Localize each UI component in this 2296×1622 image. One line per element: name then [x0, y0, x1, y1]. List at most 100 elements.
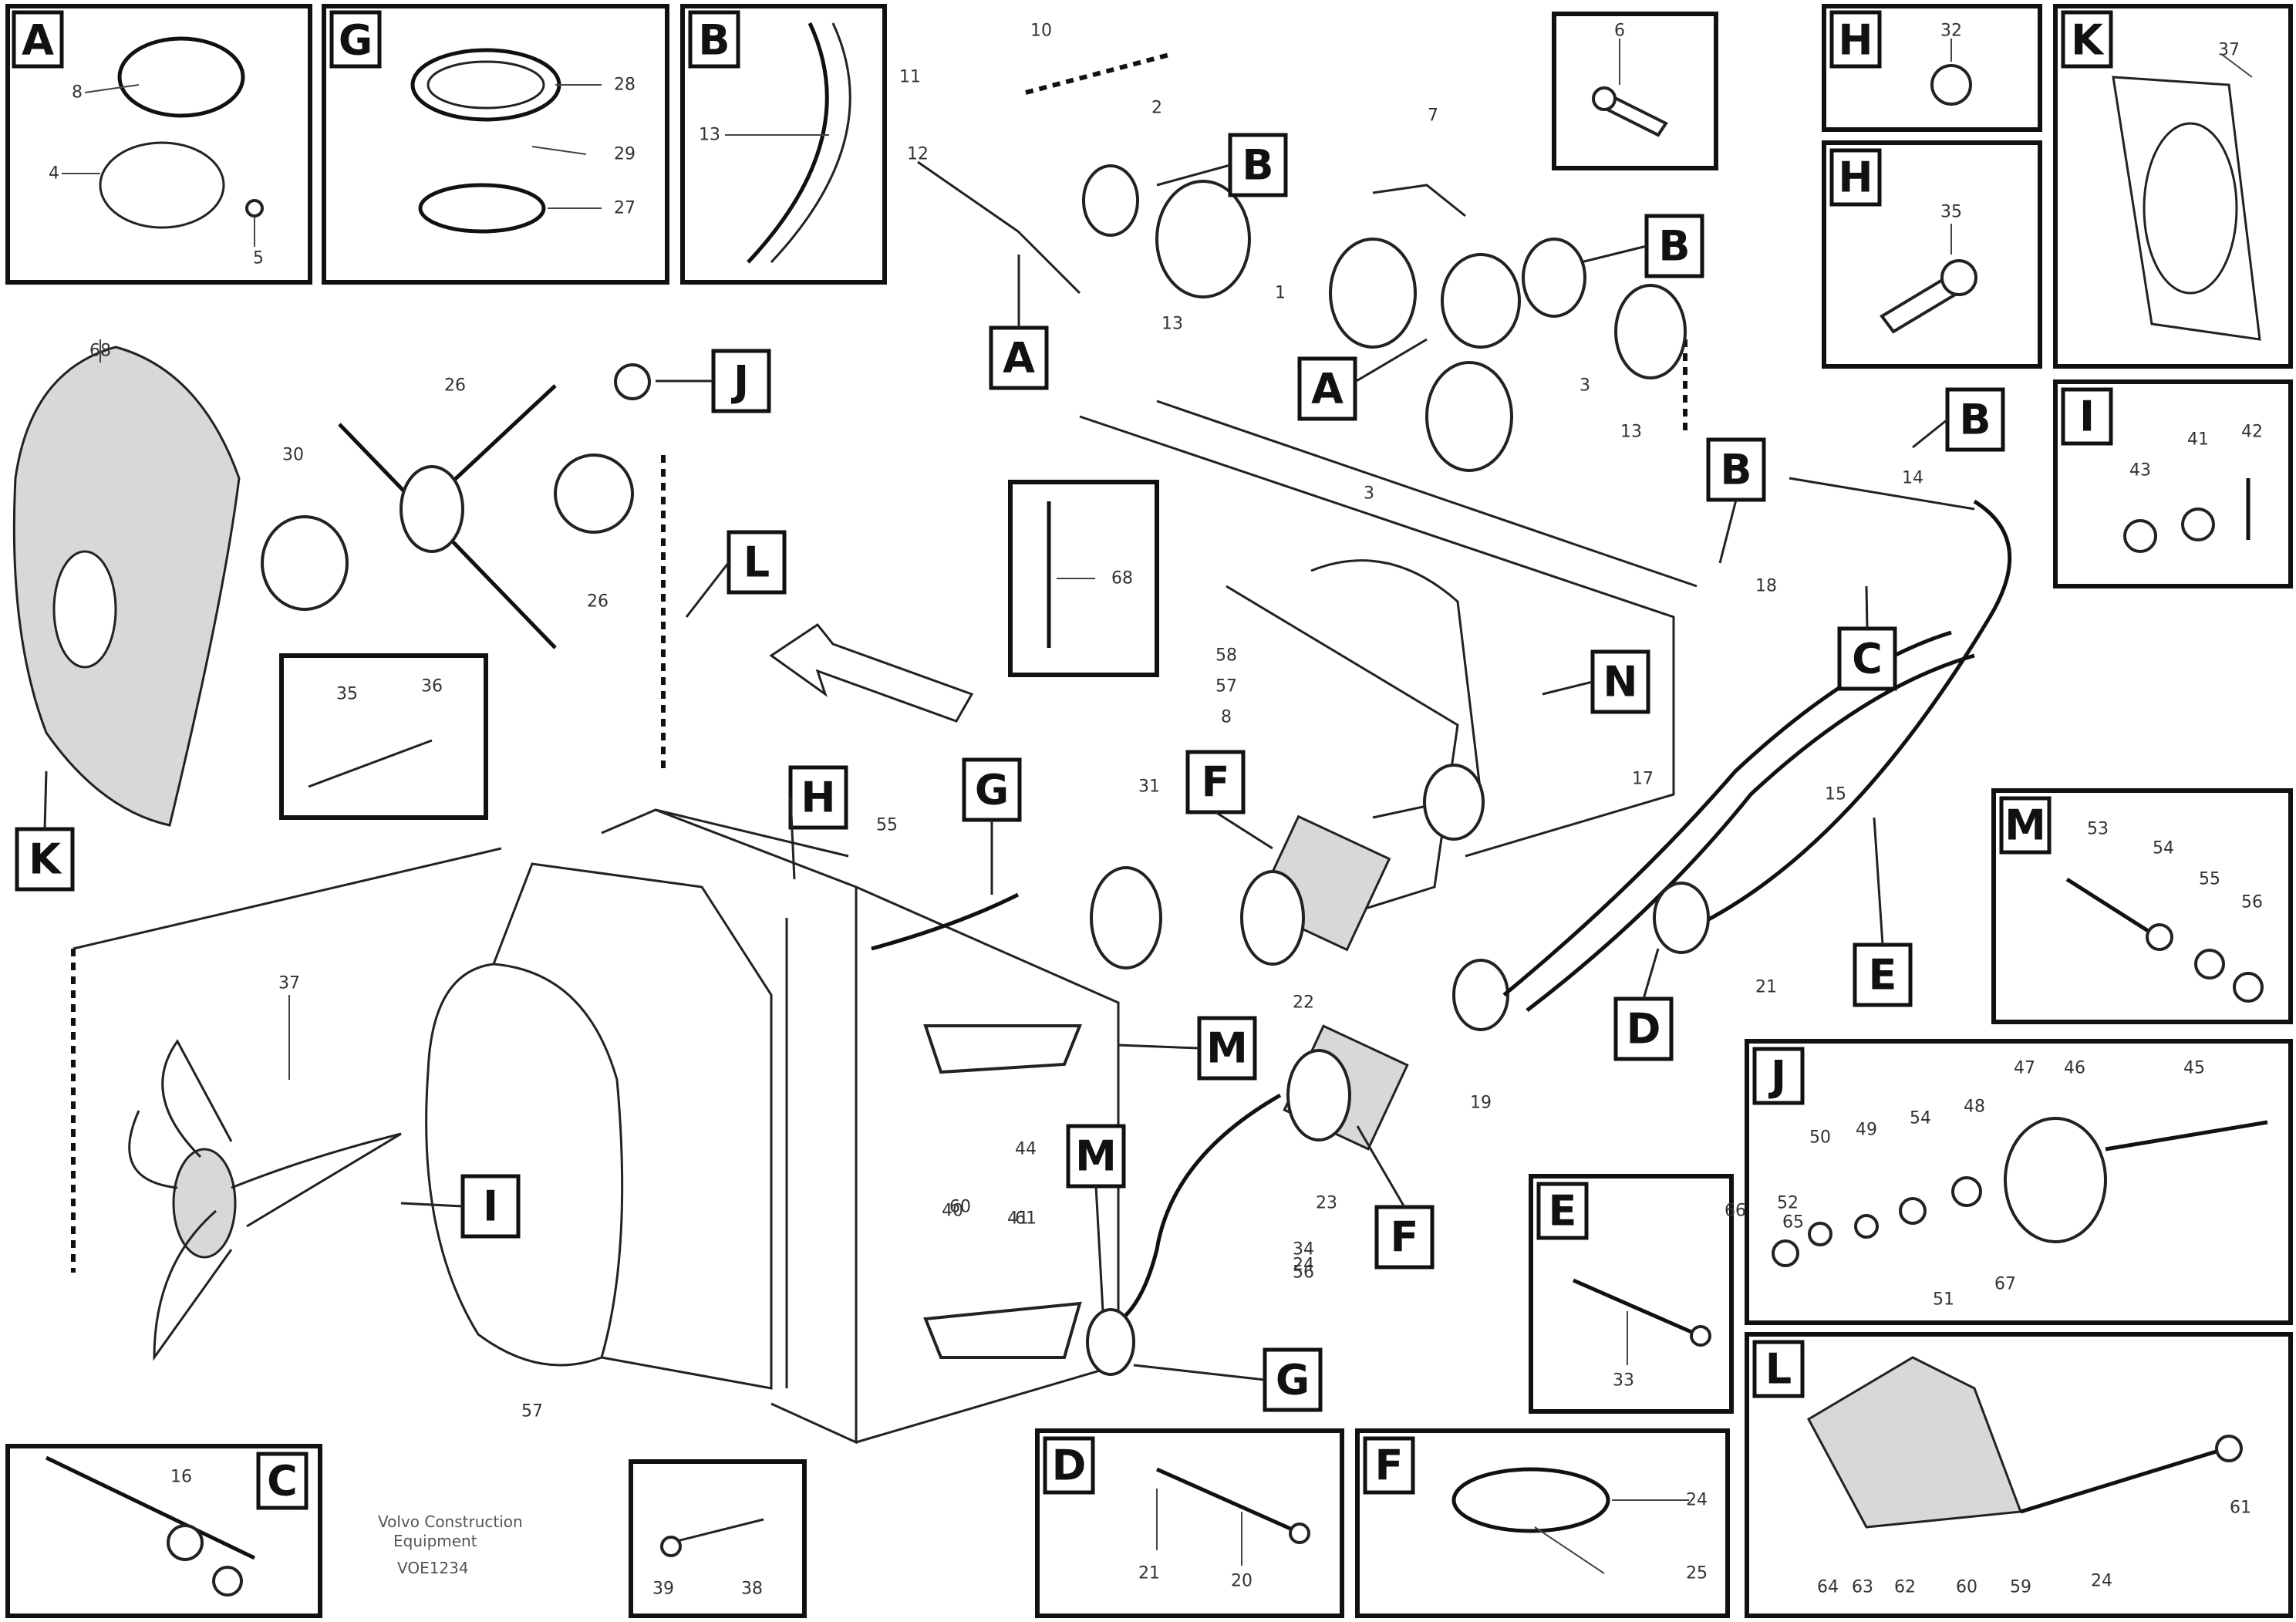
svg-text:56: 56	[2241, 893, 2263, 912]
svg-text:4: 4	[49, 164, 59, 184]
svg-text:7: 7	[1428, 106, 1438, 126]
svg-text:L: L	[743, 538, 770, 587]
svg-text:34: 34	[1293, 1240, 1314, 1259]
svg-text:H: H	[801, 774, 835, 822]
svg-text:10: 10	[1030, 22, 1052, 41]
svg-text:3: 3	[1364, 484, 1374, 504]
svg-text:B: B	[1658, 222, 1690, 271]
detail-panel-bracket: 39 38	[629, 1459, 807, 1618]
fan-shroud: 57	[425, 862, 773, 1421]
svg-text:54: 54	[2153, 839, 2174, 858]
svg-text:D: D	[1627, 1005, 1661, 1054]
detail-panel-c: C 16	[5, 1444, 322, 1618]
svg-text:N: N	[1603, 658, 1637, 706]
detail-a-tag: A	[22, 16, 54, 65]
svg-text:37: 37	[2218, 41, 2240, 60]
svg-text:41: 41	[2187, 430, 2209, 450]
svg-text:A: A	[1311, 365, 1344, 413]
svg-text:39: 39	[652, 1580, 674, 1599]
cooling-fan: 37	[128, 974, 402, 1361]
svg-text:11: 11	[899, 68, 921, 87]
svg-text:G: G	[1276, 1356, 1310, 1404]
tag-e: E	[1853, 943, 1913, 1007]
svg-text:32: 32	[1940, 22, 1962, 41]
tag-b1: B	[1228, 133, 1288, 197]
svg-text:25: 25	[1686, 1564, 1708, 1583]
detail-panel-j: J 52 50 49 54 48 47 46 45 51 67	[1745, 1039, 2293, 1325]
tag-l: L	[727, 530, 787, 595]
charge-air-hoses: 55 31 22 23 24 19 21 14 18 17 15 56 44 4…	[871, 469, 2012, 1376]
svg-text:62: 62	[1894, 1578, 1916, 1597]
svg-text:40: 40	[942, 1202, 963, 1221]
svg-text:36: 36	[421, 677, 443, 696]
svg-text:52: 52	[1777, 1194, 1799, 1213]
svg-text:21: 21	[1138, 1564, 1160, 1583]
svg-text:27: 27	[614, 199, 636, 218]
svg-text:46: 46	[2064, 1059, 2085, 1078]
detail-panel-m: M 53 54 55 56	[1991, 788, 2293, 1024]
detail-m-tag: M	[2004, 801, 2046, 850]
svg-text:61: 61	[1015, 1209, 1037, 1229]
svg-text:59: 59	[2010, 1578, 2031, 1597]
svg-text:16: 16	[170, 1468, 192, 1487]
leader-line	[72, 847, 502, 950]
svg-text:VOE1234: VOE1234	[397, 1559, 469, 1577]
fan-guard: 68	[12, 339, 241, 827]
svg-text:12: 12	[907, 145, 929, 164]
svg-text:5: 5	[253, 249, 264, 268]
tag-k: K	[15, 827, 75, 892]
detail-h1-tag: H	[1838, 16, 1873, 65]
hose-ring	[99, 141, 225, 229]
tag-a2: A	[1297, 356, 1357, 421]
detail-f-tag: F	[1375, 1442, 1404, 1490]
tag-leaders	[43, 164, 1948, 1381]
svg-text:24: 24	[1293, 1256, 1314, 1275]
air-flow-arrow	[769, 622, 974, 723]
svg-text:61: 61	[2230, 1499, 2251, 1518]
detail-panel-i: I 43 41 42	[2053, 379, 2293, 588]
svg-text:68: 68	[1111, 569, 1133, 588]
detail-c-tag: C	[267, 1457, 298, 1506]
fastener-box: 35 36	[279, 653, 488, 820]
detail-panel-h2: H 35	[1822, 140, 2042, 369]
svg-text:13: 13	[1620, 423, 1642, 442]
tag-f2: F	[1374, 1205, 1435, 1270]
svg-text:23: 23	[1316, 1194, 1337, 1213]
svg-text:B: B	[1959, 396, 1991, 444]
detail-g-tag: G	[339, 16, 373, 65]
tag-f1: F	[1185, 750, 1246, 814]
detail-panel-k: K 37	[2053, 4, 2293, 369]
svg-text:60: 60	[1956, 1578, 1977, 1597]
svg-text:M: M	[1075, 1132, 1117, 1181]
svg-text:13: 13	[699, 126, 720, 145]
detail-e-tag: E	[1549, 1187, 1577, 1236]
svg-text:30: 30	[282, 446, 304, 465]
tag-b2: B	[1644, 214, 1704, 278]
svg-text:43: 43	[2129, 461, 2151, 481]
svg-text:F: F	[1391, 1213, 1419, 1262]
svg-text:37: 37	[278, 974, 300, 993]
detail-panel-g: G 28 29 27	[322, 4, 669, 285]
svg-text:48: 48	[1964, 1098, 1985, 1117]
detail-panel-h1: H 32	[1822, 4, 2042, 132]
detail-i-tag: I	[2079, 393, 2095, 441]
svg-text:19: 19	[1470, 1094, 1492, 1113]
svg-text:E: E	[1869, 951, 1897, 1000]
detail-panel-l: L 64 63 62 60 59 24 61	[1745, 1332, 2293, 1618]
detail-panel-bolt: 6	[1552, 12, 1718, 170]
svg-text:26: 26	[444, 376, 466, 396]
detail-h2-tag: H	[1838, 153, 1873, 202]
svg-text:8: 8	[72, 83, 83, 103]
tag-j: J	[711, 349, 771, 413]
tag-a1: A	[989, 325, 1049, 390]
radiator-brackets: 58 57 8 66 65	[923, 646, 1804, 1359]
svg-text:35: 35	[336, 685, 358, 704]
svg-text:A: A	[1003, 334, 1035, 383]
svg-text:56: 56	[1293, 1263, 1314, 1283]
tag-b3: B	[1706, 437, 1766, 502]
drawing-caption: Volvo Construction Equipment VOE1234	[378, 1512, 523, 1577]
tag-i: I	[460, 1174, 521, 1239]
belt-linkage: 26 30 26	[261, 363, 651, 649]
svg-text:C: C	[1852, 635, 1883, 683]
